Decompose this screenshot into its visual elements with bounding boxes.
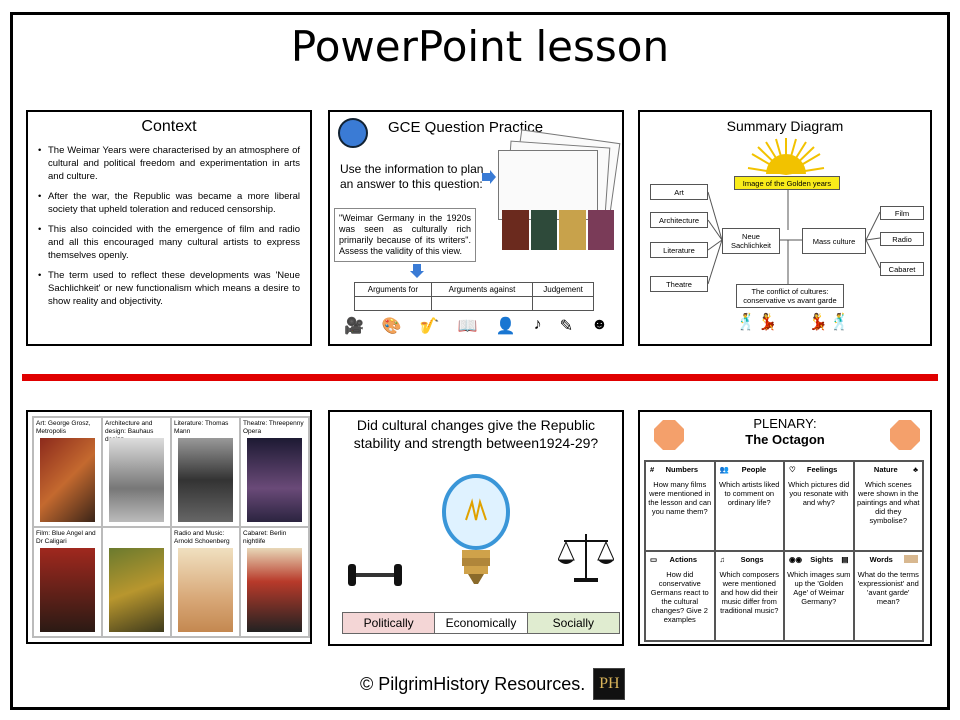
question-text: Did cultural changes give the Republic s…: [353, 417, 599, 451]
octagon-icon: [890, 420, 920, 450]
sun-icon: [747, 138, 825, 175]
gallery-cell: Literature: Thomas Mann: [171, 417, 240, 527]
red-divider: [22, 374, 938, 381]
question-slide[interactable]: Did cultural changes give the Republic s…: [328, 410, 624, 646]
gallery-slide[interactable]: Art: George Grosz, Metropolis Architectu…: [26, 410, 312, 644]
plenary-cell: ◉◉Sights▤Which images sum up the 'Golden…: [784, 551, 854, 641]
lightbulb-icon: [442, 474, 510, 584]
painter-icon: 🎨: [381, 318, 402, 335]
page-title: PowerPoint lesson: [290, 22, 670, 71]
gallery-cell: Theatre: Threepenny Opera: [240, 417, 309, 527]
summary-title: Summary Diagram: [726, 118, 844, 134]
source-documents: [498, 129, 622, 254]
pencil-icon: ✎: [559, 318, 574, 335]
gce-instruction: Use the information to plan an answer to…: [340, 162, 484, 191]
node-radio: Radio: [880, 232, 924, 246]
culture-icons: 🎥 🎨 🎷 📖 👤 ♪ ✎ ☻: [344, 316, 608, 336]
arrow-right-icon: [482, 170, 496, 184]
context-title: Context: [141, 118, 197, 135]
planning-table: Arguments for Arguments against Judgemen…: [354, 282, 594, 311]
gce-quote: "Weimar Germany in the 1920s was seen as…: [334, 208, 476, 262]
heart-icon: ♡: [789, 465, 796, 474]
music-note-icon: ♫: [719, 555, 726, 564]
octagon-icon: [654, 420, 684, 450]
gce-title: GCE Question Practice: [388, 119, 544, 136]
node-theatre: Theatre: [650, 276, 708, 292]
camera-icon: 🎥: [344, 318, 364, 335]
context-bullet: After the war, the Republic was became a…: [38, 190, 300, 216]
gallery-cell: Radio and Music: Arnold Schoenberg: [171, 527, 240, 637]
saxophone-icon: 🎷: [419, 318, 440, 335]
plenary-title: PLENARY: The Octagon: [745, 416, 825, 447]
answer-options: Politically Economically Socially: [342, 612, 620, 634]
context-bullet: This also coincided with the emergence o…: [38, 223, 300, 262]
scales-icon: [558, 534, 614, 582]
gce-slide[interactable]: GCE Question Practice Use the informatio…: [328, 110, 624, 346]
context-bullet: The Weimar Years were characterised by a…: [38, 144, 300, 183]
poster-thumbnails: [502, 210, 614, 250]
gallery-cell: Architecture and design: Bauhaus design: [102, 417, 171, 527]
ph-logo: PH: [593, 668, 626, 700]
option-socially[interactable]: Socially: [527, 613, 619, 633]
dancers-icon: 💃🕺: [808, 314, 852, 331]
node-neue-sachlichkeit: Neue Sachlichkeit: [722, 228, 780, 254]
context-bullet: The term used to reflect these developme…: [38, 269, 300, 308]
footer: © PilgrimHistory Resources. PH: [360, 668, 626, 700]
node-mass-culture: Mass culture: [802, 228, 866, 254]
barbell-icon: [348, 564, 402, 586]
exam-badge-icon: [338, 118, 368, 148]
option-economically[interactable]: Economically: [435, 613, 528, 633]
music-note-icon: ♪: [533, 316, 542, 333]
person-icon: 👤: [495, 318, 516, 335]
option-politically[interactable]: Politically: [343, 613, 436, 633]
gallery-cell: Film: Blue Angel and Dr Caligari: [33, 527, 102, 637]
node-film: Film: [880, 206, 924, 220]
copyright-text: © PilgrimHistory Resources.: [360, 673, 586, 694]
table-header: Arguments against: [430, 282, 534, 297]
node-golden-years: Image of the Golden years: [734, 176, 840, 190]
node-architecture: Architecture: [650, 212, 708, 228]
table-header: Arguments for: [354, 282, 432, 297]
mask-icon: ☻: [591, 316, 608, 333]
node-literature: Literature: [650, 242, 708, 258]
gallery-cell: Art: George Grosz, Metropolis: [33, 417, 102, 527]
hash-icon: #: [650, 465, 655, 474]
node-conflict: The conflict of cultures: conservative v…: [736, 284, 844, 308]
context-slide[interactable]: Context The Weimar Years were characteri…: [26, 110, 312, 346]
image-icon: ▤: [841, 555, 849, 564]
gallery-grid: Art: George Grosz, Metropolis Architectu…: [32, 416, 310, 638]
node-art: Art: [650, 184, 708, 200]
book-icon: 📖: [457, 318, 478, 335]
dancers-icon: 🕺💃: [736, 314, 780, 331]
context-bullets: The Weimar Years were characterised by a…: [38, 144, 300, 308]
gallery-cell: Cabaret: Berlin nightlife: [240, 527, 309, 637]
plenary-cell: Nature♣Which scenes were shown in the pa…: [853, 461, 923, 551]
people-icon: 👥: [719, 465, 729, 474]
table-header: Judgement: [532, 282, 594, 297]
diagram-connectors: [707, 190, 881, 285]
tree-icon: ♣: [913, 465, 918, 474]
summary-slide[interactable]: Summary Diagram Image of the Golden year…: [638, 110, 932, 346]
gallery-cell: [102, 527, 171, 637]
arrow-down-icon: [410, 264, 424, 278]
label-icon: [903, 555, 918, 563]
clapper-icon: ▭: [650, 555, 658, 564]
node-cabaret: Cabaret: [880, 262, 924, 276]
eyes-icon: ◉◉: [789, 555, 803, 564]
